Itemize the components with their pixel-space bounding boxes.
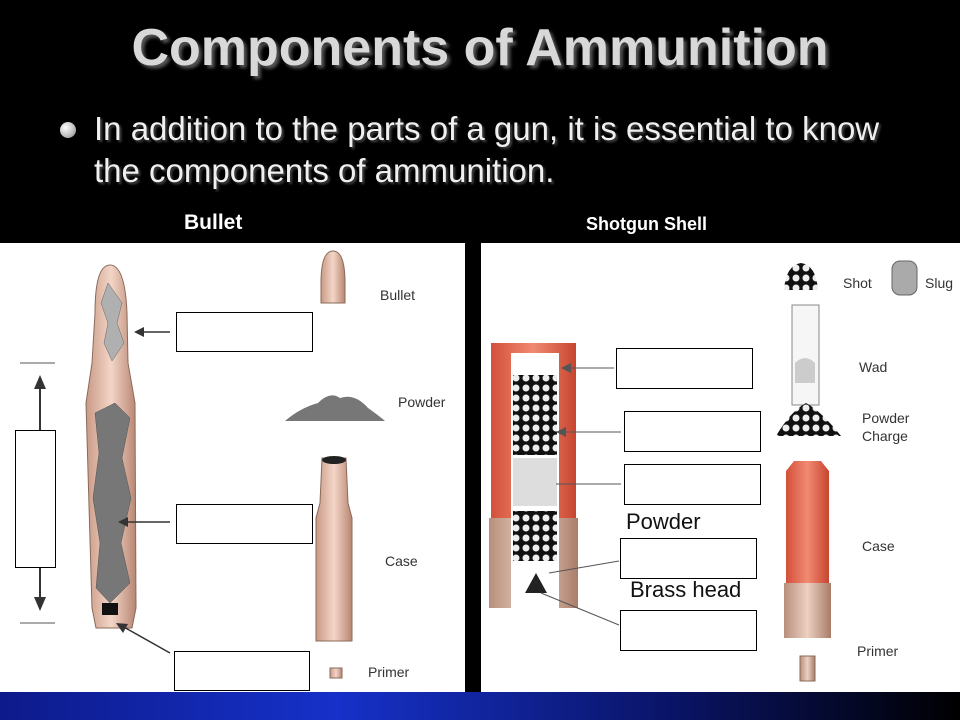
answer-box-shell-4[interactable]	[620, 538, 757, 579]
case-shell-component-label: Case	[862, 538, 895, 554]
bullet-diagram-panel: Bullet Powder Case Primer	[0, 243, 465, 692]
shotgun-panel-heading: Shotgun Shell	[586, 214, 707, 234]
answer-box-shell-2[interactable]	[624, 411, 761, 452]
wad-component-label: Wad	[859, 359, 887, 375]
powder-overlay-label: Powder	[626, 509, 701, 534]
answer-box-shell-1[interactable]	[616, 348, 753, 389]
slug-component-label: Slug	[925, 275, 953, 291]
case-component-label: Case	[385, 553, 418, 569]
bullet-point-text: In addition to the parts of a gun, it is…	[94, 110, 880, 189]
primer-shell-component-label: Primer	[857, 643, 899, 659]
answer-box-bullet-bottom[interactable]	[174, 651, 310, 691]
brass-head-overlay-label: Brass head	[630, 577, 741, 602]
answer-box-bullet-top[interactable]	[176, 312, 313, 352]
bullet-panel-heading: Bullet	[184, 211, 243, 234]
answer-box-bullet-middle[interactable]	[176, 504, 313, 544]
answer-box-shell-5[interactable]	[620, 610, 757, 651]
bullet-diagram: Bullet Powder Case Primer	[20, 250, 446, 680]
powder-charge-label-line2: Charge	[862, 428, 908, 444]
bullet-dot-icon	[60, 122, 76, 138]
bullet-component-label: Bullet	[380, 287, 415, 303]
shot-component-label: Shot	[843, 275, 872, 291]
slide-title: Components of Ammunition	[131, 19, 829, 77]
answer-box-shell-3[interactable]	[624, 464, 761, 505]
shotgun-diagram: Powder Brass head Shot Slug Wad Powder C…	[489, 260, 953, 682]
powder-charge-label-line1: Powder	[862, 410, 910, 426]
powder-component-label: Powder	[398, 394, 446, 410]
answer-box-bullet-length[interactable]	[15, 430, 56, 568]
primer-component-label: Primer	[368, 664, 410, 680]
bullet-point: In addition to the parts of a gun, it is…	[60, 108, 912, 192]
bottom-accent-bar	[0, 692, 960, 720]
